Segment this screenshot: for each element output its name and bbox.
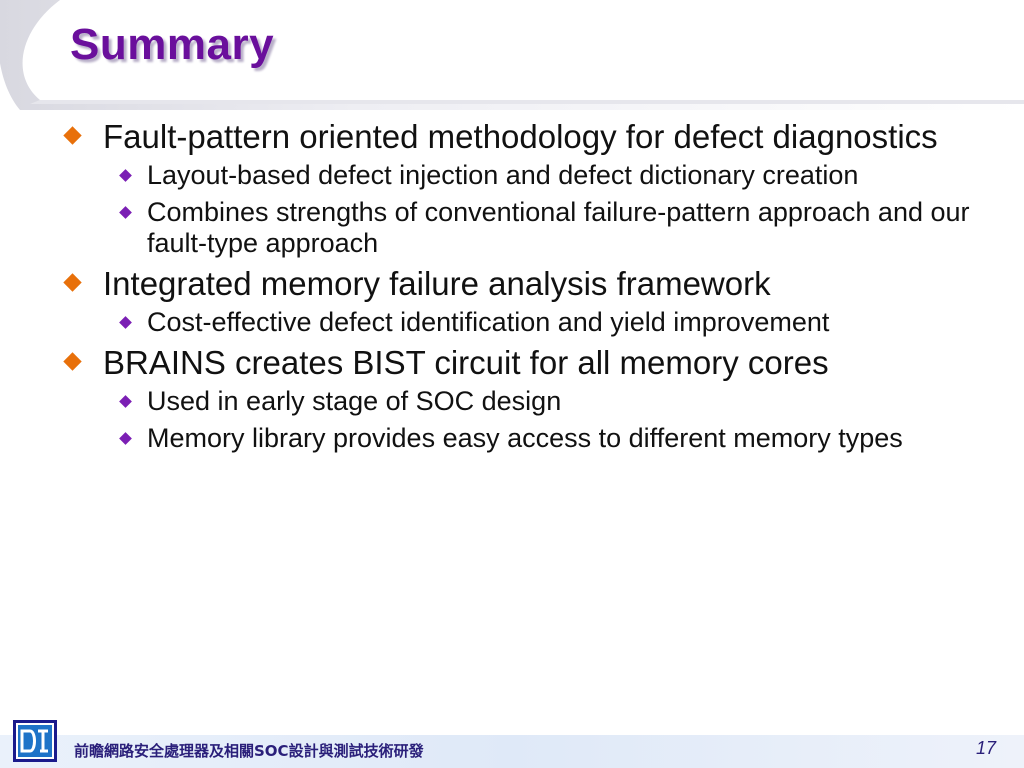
bullet-text: BRAINS creates BIST circuit for all memo…	[103, 344, 829, 381]
sub-bullet-item: Layout-based defect injection and defect…	[62, 160, 992, 191]
diamond-bullet-icon	[63, 273, 82, 292]
diamond-bullet-icon	[119, 316, 132, 329]
page-number: 17	[975, 738, 996, 758]
sub-bullet-item: Memory library provides easy access to d…	[62, 423, 992, 454]
diamond-bullet-icon	[119, 395, 132, 408]
slide-title: Summary	[70, 20, 275, 69]
bullet-item: Integrated memory failure analysis frame…	[62, 265, 992, 303]
sub-bullet-text: Layout-based defect injection and defect…	[147, 160, 859, 190]
diamond-bullet-icon	[119, 432, 132, 445]
bullet-list: Fault-pattern oriented methodology for d…	[62, 118, 992, 460]
footer-bar	[0, 735, 1024, 768]
footer-text: 前瞻網路安全處理器及相關SOC設計與測試技術研發	[74, 742, 424, 760]
bullet-text: Integrated memory failure analysis frame…	[103, 265, 771, 302]
sub-bullet-item: Used in early stage of SOC design	[62, 386, 992, 417]
diamond-bullet-icon	[119, 206, 132, 219]
diamond-bullet-icon	[63, 352, 82, 371]
sub-bullet-text: Used in early stage of SOC design	[147, 386, 562, 416]
sub-bullet-item: Combines strengths of conventional failu…	[62, 197, 992, 259]
diamond-bullet-icon	[119, 169, 132, 182]
bullet-item: BRAINS creates BIST circuit for all memo…	[62, 344, 992, 382]
diamond-bullet-icon	[63, 126, 82, 145]
bullet-item: Fault-pattern oriented methodology for d…	[62, 118, 992, 156]
sub-bullet-item: Cost-effective defect identification and…	[62, 307, 992, 338]
logo-icon	[13, 720, 57, 762]
sub-bullet-text: Memory library provides easy access to d…	[147, 423, 903, 453]
bullet-text: Fault-pattern oriented methodology for d…	[103, 118, 938, 155]
sub-bullet-text: Cost-effective defect identification and…	[147, 307, 830, 337]
sub-bullet-text: Combines strengths of conventional failu…	[147, 197, 970, 258]
title-swoosh	[0, 0, 1024, 110]
